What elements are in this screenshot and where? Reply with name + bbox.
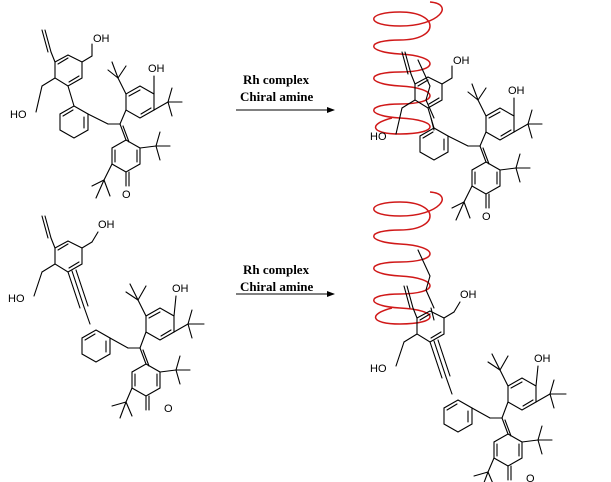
condition-2b: Chiral amine: [240, 279, 314, 294]
product-alkynyl: [369, 285, 567, 482]
monomer-biphenyl: [9, 29, 183, 202]
monomer-alkynyl: [7, 215, 205, 419]
product-biphenyl: [369, 51, 543, 224]
helix-2: [373, 191, 443, 325]
condition-1a: Rh complex: [243, 72, 310, 87]
condition-2a: Rh complex: [243, 262, 310, 277]
condition-1b: Chiral amine: [240, 89, 314, 104]
helix-1: [373, 1, 443, 135]
